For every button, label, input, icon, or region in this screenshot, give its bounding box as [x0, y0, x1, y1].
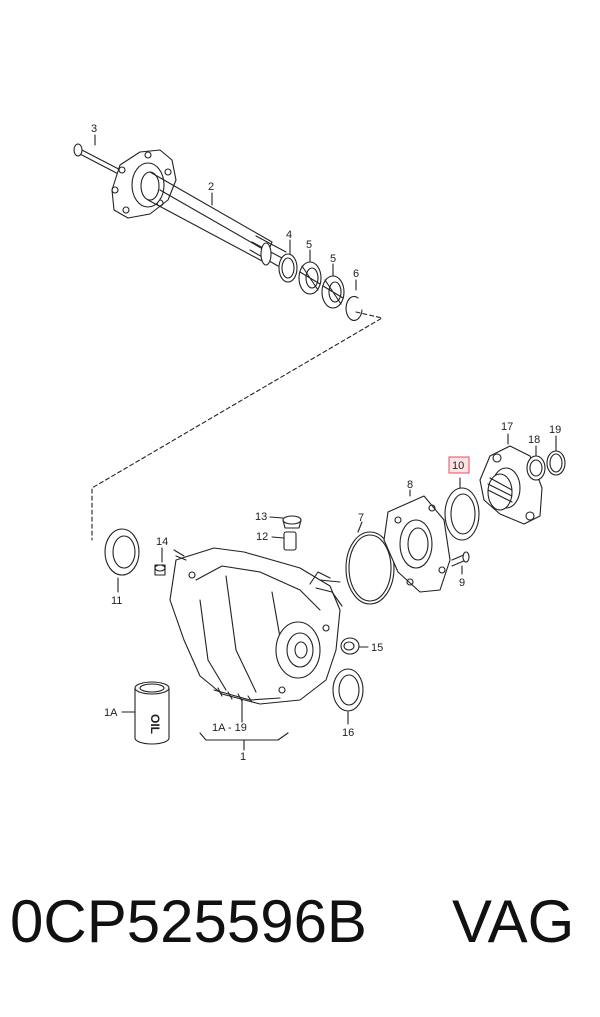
oil-can-label: OIL	[148, 714, 162, 734]
flange-plate-part-8	[383, 489, 451, 593]
drive-shaft-part-2	[111, 149, 287, 267]
exploded-parts-diagram: 3 2 4 5 5 6 17 18 19 10 8 13 7 12 14 9 1…	[73, 123, 566, 763]
seal-part-18	[526, 445, 546, 481]
callout-4: 4	[286, 229, 292, 241]
callout-1a-19: 1A - 19	[212, 722, 247, 734]
callout-2: 2	[208, 181, 214, 193]
callout-5b: 5	[330, 253, 336, 265]
callout-1a: 1A	[104, 707, 118, 719]
bearing-part-5b	[321, 275, 345, 309]
o-ring-part-7	[345, 521, 395, 605]
plug-part-15	[340, 637, 369, 655]
transfer-case-part-1	[169, 547, 343, 705]
callout-13: 13	[255, 511, 267, 523]
bolt-part-9	[451, 551, 470, 575]
callout-15: 15	[371, 642, 383, 654]
callout-17: 17	[501, 421, 513, 433]
callout-14: 14	[156, 536, 168, 548]
plug-part-14	[154, 564, 166, 576]
group-bracket	[199, 732, 289, 751]
part-number: 0CP525596B	[10, 888, 367, 955]
cap-part-13	[269, 515, 302, 529]
callout-7: 7	[358, 512, 364, 524]
callout-6: 6	[353, 268, 359, 280]
callout-11: 11	[111, 595, 122, 607]
callout-3: 3	[91, 123, 97, 135]
seal-part-16	[332, 668, 364, 725]
callout-10: 10	[452, 460, 464, 472]
output-flange-part-17	[479, 433, 543, 525]
brand-name: VAG	[452, 888, 575, 955]
callout-12: 12	[256, 531, 268, 543]
highlight-box-part-10	[448, 456, 470, 474]
oil-can-part-1a	[121, 681, 170, 745]
ring-part-10	[444, 477, 480, 541]
callout-8: 8	[407, 479, 413, 491]
callout-5a: 5	[306, 239, 312, 251]
circlip-part-6	[345, 295, 363, 321]
bearing-part-5a	[298, 261, 322, 295]
callout-18: 18	[528, 434, 540, 446]
circlip-part-19	[546, 435, 566, 476]
callout-19: 19	[549, 424, 561, 436]
callout-16: 16	[342, 727, 354, 739]
assembly-dashed-line	[91, 311, 383, 541]
callout-9: 9	[459, 577, 465, 589]
sleeve-part-12	[271, 531, 297, 551]
seal-part-11	[104, 528, 140, 593]
callout-1: 1	[240, 751, 246, 763]
ring-part-4	[278, 253, 298, 283]
